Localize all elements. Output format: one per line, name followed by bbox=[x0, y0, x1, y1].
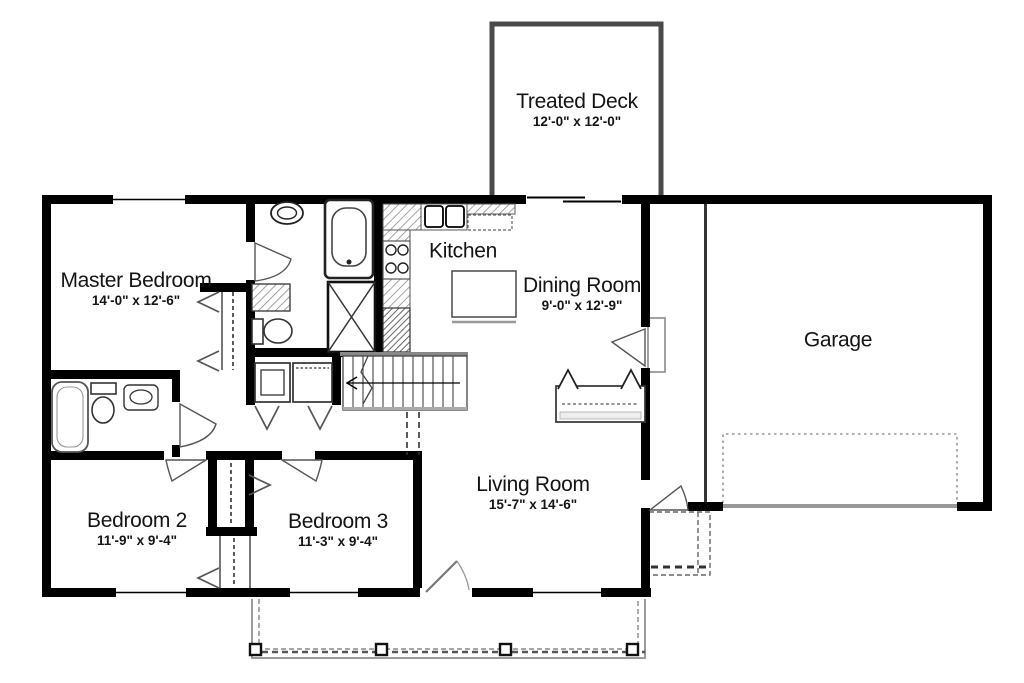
masterbath-door-arc bbox=[254, 241, 292, 282]
front-door bbox=[425, 560, 470, 593]
stair-direction-arrow bbox=[345, 376, 358, 390]
room-dims: 9'-0" x 12'-9" bbox=[541, 297, 623, 313]
room-dims: 12'-0" x 12'-0" bbox=[532, 113, 622, 129]
room-name: Living Room bbox=[476, 472, 590, 496]
kitchen-sink-icon bbox=[420, 203, 468, 231]
hall-bath bbox=[51, 381, 159, 453]
fireplace bbox=[555, 368, 646, 423]
dining-table bbox=[451, 270, 517, 324]
room-label-dining-room: Dining Room 9'-0" x 12'-9" bbox=[522, 273, 642, 313]
toilet-icon bbox=[270, 201, 304, 225]
laundry bbox=[254, 362, 333, 403]
shower-icon bbox=[326, 280, 377, 354]
toilet-icon bbox=[251, 318, 293, 345]
windows bbox=[113, 195, 622, 597]
stove-icon bbox=[382, 240, 411, 280]
room-name: Kitchen bbox=[429, 239, 497, 263]
room-dims: 11'-9" x 9'-4" bbox=[96, 532, 178, 548]
living-stoop-door-arc bbox=[647, 484, 689, 511]
room-label-bedroom-2: Bedroom 2 11'-9" x 9'-4" bbox=[86, 508, 188, 548]
room-label-master-bedroom: Master Bedroom 14'-0" x 12'-6" bbox=[60, 268, 212, 308]
dishwasher-icon bbox=[467, 214, 513, 231]
room-dims: 15'-7" x 14'-6" bbox=[488, 496, 578, 512]
bedroom3-door-arc bbox=[279, 459, 323, 483]
room-dims: 11'-3" x 9'-4" bbox=[297, 533, 379, 549]
room-name: Garage bbox=[803, 328, 873, 352]
room-name: Bedroom 3 bbox=[287, 509, 389, 533]
room-label-kitchen: Kitchen bbox=[429, 239, 497, 264]
side-stoop bbox=[648, 511, 711, 576]
door-swings bbox=[165, 241, 689, 511]
stair-break-line bbox=[360, 355, 373, 405]
room-label-treated-deck: Treated Deck 12'-0" x 12'-0" bbox=[516, 89, 638, 129]
bedroom2-door-arc bbox=[165, 459, 209, 483]
room-dims: 14'-0" x 12'-6" bbox=[91, 292, 181, 308]
porch-outline bbox=[248, 599, 646, 659]
kitchen-fixtures bbox=[382, 203, 516, 353]
room-name: Master Bedroom bbox=[60, 268, 212, 292]
toilet-icon bbox=[90, 382, 117, 424]
hallbath-door-arc bbox=[179, 402, 217, 448]
closet-door-chevrons bbox=[196, 291, 333, 589]
dining-garage-door-arc bbox=[610, 327, 646, 368]
room-label-living-room: Living Room 15'-7" x 14'-6" bbox=[476, 472, 590, 512]
room-label-bedroom-3: Bedroom 3 11'-3" x 9'-4" bbox=[287, 509, 389, 549]
stairs bbox=[340, 352, 468, 455]
garage-door-outline bbox=[722, 433, 958, 508]
deck-outline bbox=[489, 21, 664, 196]
room-name: Bedroom 2 bbox=[86, 508, 188, 532]
closets bbox=[219, 292, 251, 588]
bathtub-icon bbox=[323, 198, 375, 280]
room-name: Treated Deck bbox=[516, 89, 638, 113]
dining-landing bbox=[647, 317, 666, 373]
room-label-garage: Garage bbox=[803, 328, 873, 353]
vanity-sink-icon bbox=[251, 283, 291, 312]
washer-icon bbox=[254, 362, 291, 403]
bathtub-icon bbox=[51, 381, 89, 453]
pantry-cabinet bbox=[382, 307, 411, 353]
dryer-icon bbox=[292, 362, 333, 403]
porch-posts bbox=[248, 642, 640, 657]
sink-icon bbox=[123, 384, 159, 411]
room-name: Dining Room bbox=[522, 273, 642, 297]
